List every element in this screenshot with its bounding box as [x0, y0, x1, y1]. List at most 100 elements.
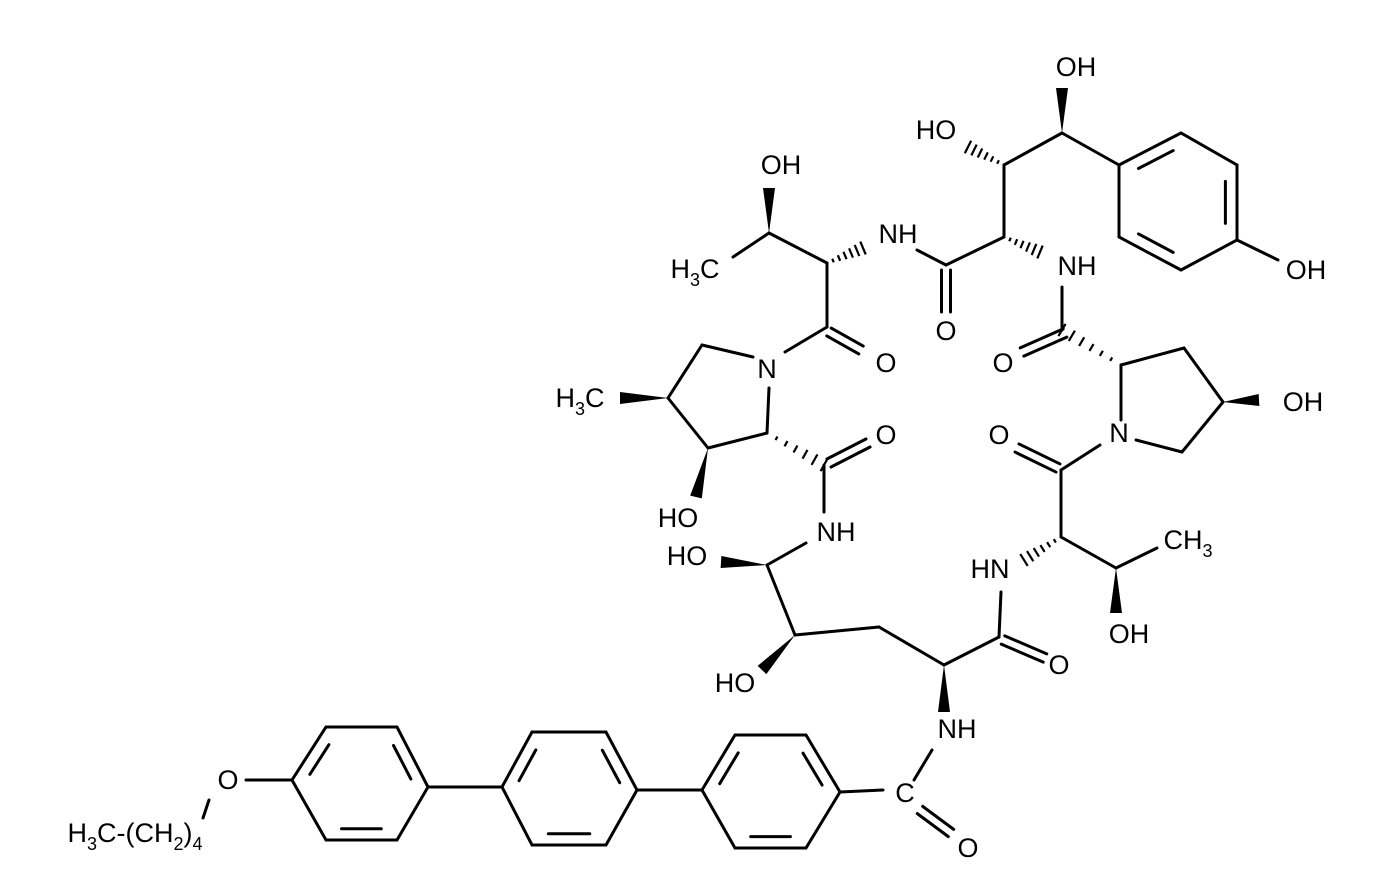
single-bond [944, 235, 1006, 267]
atom-n-left: N [757, 354, 777, 384]
wedge-bond [757, 635, 795, 675]
single-bond [666, 343, 704, 400]
wedge-bond [763, 188, 775, 233]
atom-nh-left: NH [817, 517, 856, 547]
hash-bond-segment [774, 436, 779, 441]
wedge-bond [720, 556, 767, 568]
atom-oh-thr-bottom: OH [1109, 619, 1150, 649]
wedge-bond [690, 448, 708, 499]
wedge-bond [938, 665, 950, 712]
benzene-ring [500, 730, 639, 847]
aromatic-inner-line [517, 748, 538, 783]
single-bond [1002, 131, 1064, 167]
hash-bond-segment [1078, 336, 1086, 347]
hash-bond-segment [996, 159, 1000, 165]
wedge-bond [1223, 394, 1260, 406]
single-bond [706, 431, 769, 450]
atom-oh-benzylic: OH [1056, 52, 1097, 82]
bonds [201, 88, 1280, 850]
atom-h3c-pyrrolidine: H3C [555, 383, 604, 419]
hash-bond-segment [1019, 553, 1029, 567]
hash-bond-segment [792, 444, 799, 454]
hash-bond-segment [983, 151, 989, 161]
atom-o-left-upper: O [875, 348, 896, 378]
hash-bond-segment [1046, 541, 1052, 548]
aromatic-inner-line [1136, 232, 1175, 254]
atom-o-left-lower: O [875, 420, 896, 450]
single-bond [1114, 546, 1159, 570]
single-bond [783, 325, 829, 354]
aromatic-inner-line [308, 743, 331, 776]
hash-bond-segment [810, 453, 819, 466]
atom-ho-diol: HO [916, 115, 957, 145]
atom-h3c-thr-top: H3C [670, 254, 719, 290]
hash-bond-segment [836, 254, 842, 262]
hash-bond-segment [1088, 343, 1095, 352]
single-bond [1182, 346, 1225, 404]
hash-bond-segment [1008, 237, 1012, 242]
aromatic-inner-line [1136, 149, 1175, 170]
hash-bond-segment [1025, 241, 1031, 253]
single-bond [915, 248, 948, 267]
hash-bond-segment [989, 155, 995, 163]
atom-nh-side: NH [938, 714, 977, 744]
single-bond [838, 788, 885, 794]
double-bond-line [999, 642, 1045, 664]
benzene-ring [1117, 131, 1239, 272]
hash-bond-segment [1067, 330, 1076, 342]
atom-nh-top-right: NH [1058, 251, 1097, 281]
single-bond [1134, 438, 1184, 454]
wedge-bond [620, 392, 668, 404]
single-bond [731, 231, 771, 259]
hash-bond-segment [1098, 350, 1104, 357]
atom-o-right-lower: O [988, 420, 1009, 450]
atom-ho-pyrrolidine: HO [658, 503, 699, 533]
atom-labels: OH HO OH NH H3C NH OH O O H3C N O OH O O… [67, 52, 1326, 863]
atom-hn-right: HN [971, 554, 1010, 584]
single-bond [877, 625, 946, 667]
double-bond-line [1022, 335, 1069, 358]
hash-bond-segment [848, 247, 854, 259]
hash-bond-segment [831, 258, 835, 263]
wedge-bond [1110, 568, 1122, 613]
hash-bond-segment [783, 440, 789, 447]
single-bond [765, 541, 808, 567]
double-bond-line [1013, 450, 1058, 474]
single-bond [1060, 131, 1121, 167]
hash-bond-segment [1109, 356, 1114, 362]
atom-n-right: N [1109, 418, 1129, 448]
double-bond-line [829, 445, 872, 469]
atom-oh-thr-top: OH [761, 150, 802, 180]
atom-oh-phenol: OH [1286, 255, 1327, 285]
benzene-ring [700, 733, 842, 850]
single-bond [942, 635, 1001, 667]
hash-bond-segment [1030, 243, 1038, 256]
double-bond-line [829, 326, 865, 348]
aromatic-inner-line [392, 744, 413, 781]
single-bond [765, 563, 797, 637]
atom-c-amide: C [895, 778, 915, 808]
atom-o-ether: O [217, 765, 238, 795]
atom-o-right-upper: O [992, 348, 1013, 378]
double-bond-line [915, 812, 950, 839]
hash-bond-segment [1057, 323, 1067, 337]
single-bond [700, 343, 755, 359]
single-bond [767, 231, 829, 265]
single-bond [1235, 238, 1280, 262]
hash-bond-segment [970, 144, 978, 156]
single-bond [1180, 400, 1225, 454]
hash-bond-segment [1032, 547, 1040, 558]
pentyl-chain-label: H3C-(CH2)4 [67, 818, 202, 854]
atom-nh-top-left: NH [879, 219, 918, 249]
hash-bond-segment [842, 251, 848, 260]
single-bond [1059, 443, 1102, 472]
single-bond [997, 590, 1003, 639]
atom-o-top-carbonyl: O [935, 316, 956, 346]
atom-ho-hemiaminal: HO [667, 541, 708, 571]
atom-o-amide: O [957, 833, 978, 863]
hash-bond-segment [1026, 550, 1035, 562]
double-bond-line [1018, 327, 1065, 350]
single-bond [666, 396, 710, 450]
aromatic-inner-line [718, 751, 740, 786]
